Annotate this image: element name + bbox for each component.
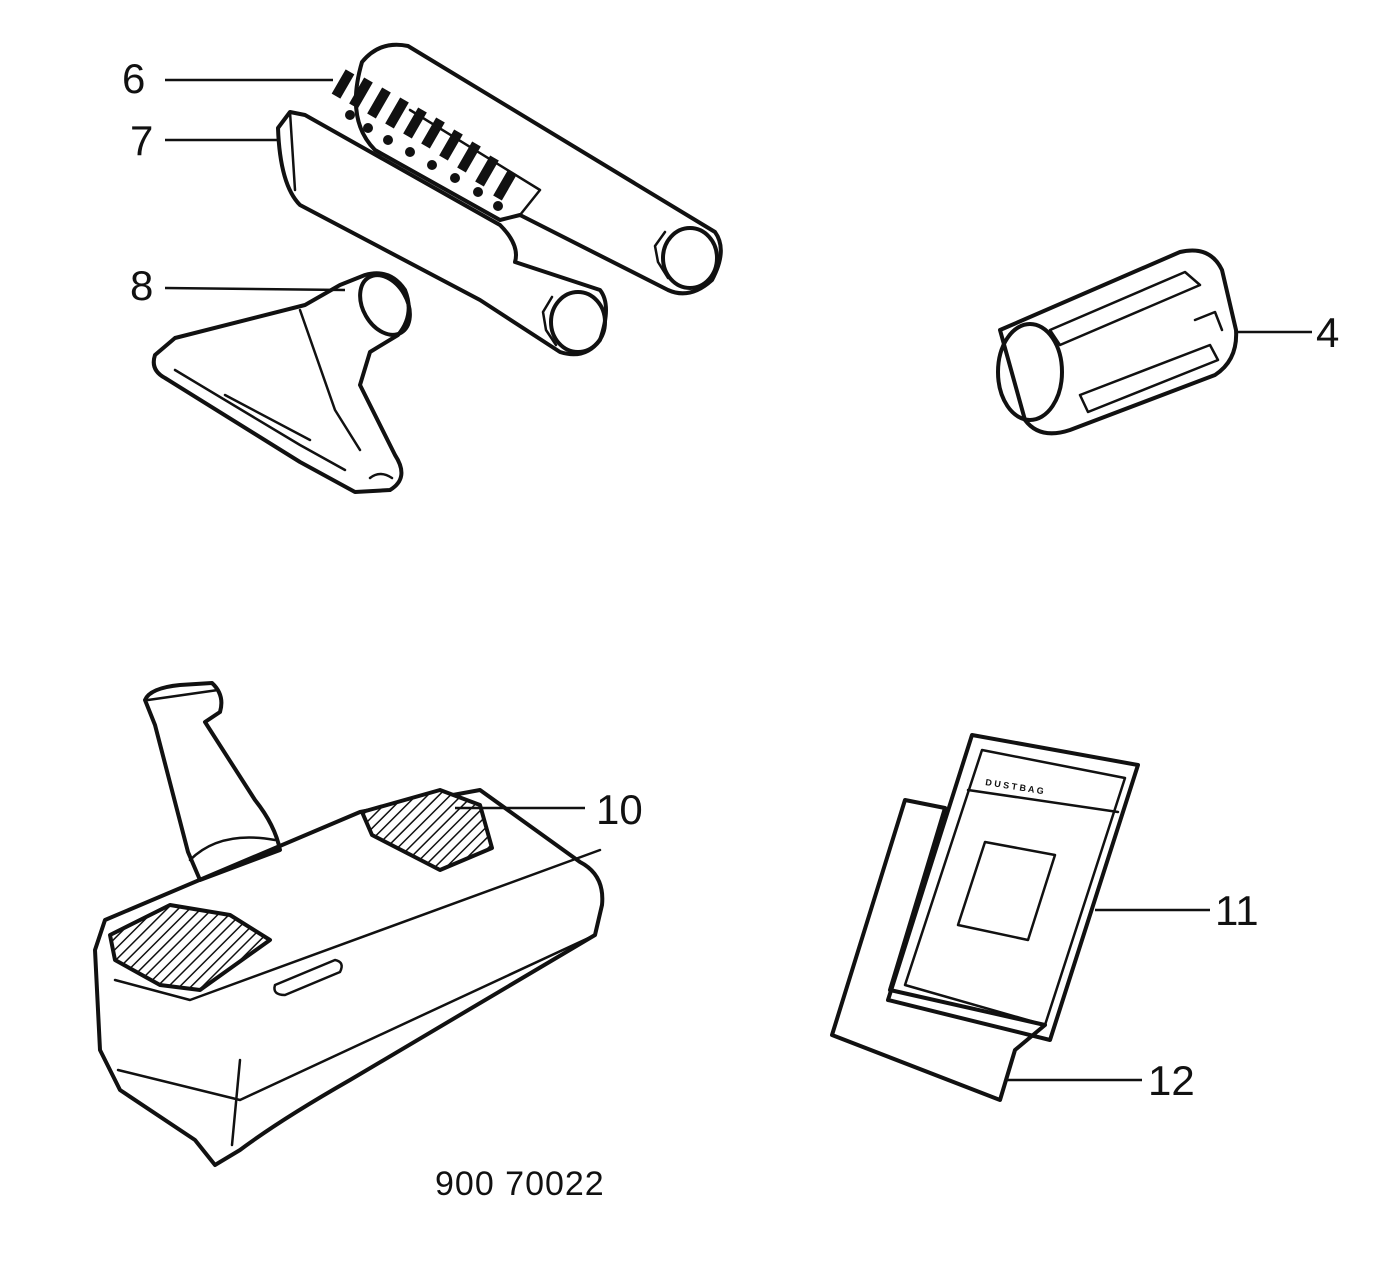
furniture-nozzle — [151, 271, 412, 494]
upholstery-nozzle — [276, 110, 608, 357]
leader-line-8 — [164, 286, 346, 292]
tube-adapter — [996, 248, 1239, 436]
callout-8: 8 — [130, 262, 153, 309]
callout-4: 4 — [1316, 309, 1339, 356]
callout-labels: 6 7 8 4 10 11 12 — [122, 55, 1339, 1104]
leader-lines — [164, 78, 1312, 1082]
callout-10: 10 — [596, 786, 643, 833]
callout-11: 11 — [1215, 887, 1259, 934]
callout-7: 7 — [130, 117, 153, 164]
brush-bristles — [331, 69, 517, 211]
drawing-number: 900 70022 — [435, 1165, 605, 1203]
floor-nozzle — [93, 681, 605, 1167]
brush-nozzle — [331, 42, 723, 296]
instruction-booklet: D U S T B A G — [886, 733, 1140, 1042]
callout-6: 6 — [122, 55, 145, 102]
callout-12: 12 — [1148, 1057, 1195, 1104]
dust-bag — [830, 798, 1047, 1102]
